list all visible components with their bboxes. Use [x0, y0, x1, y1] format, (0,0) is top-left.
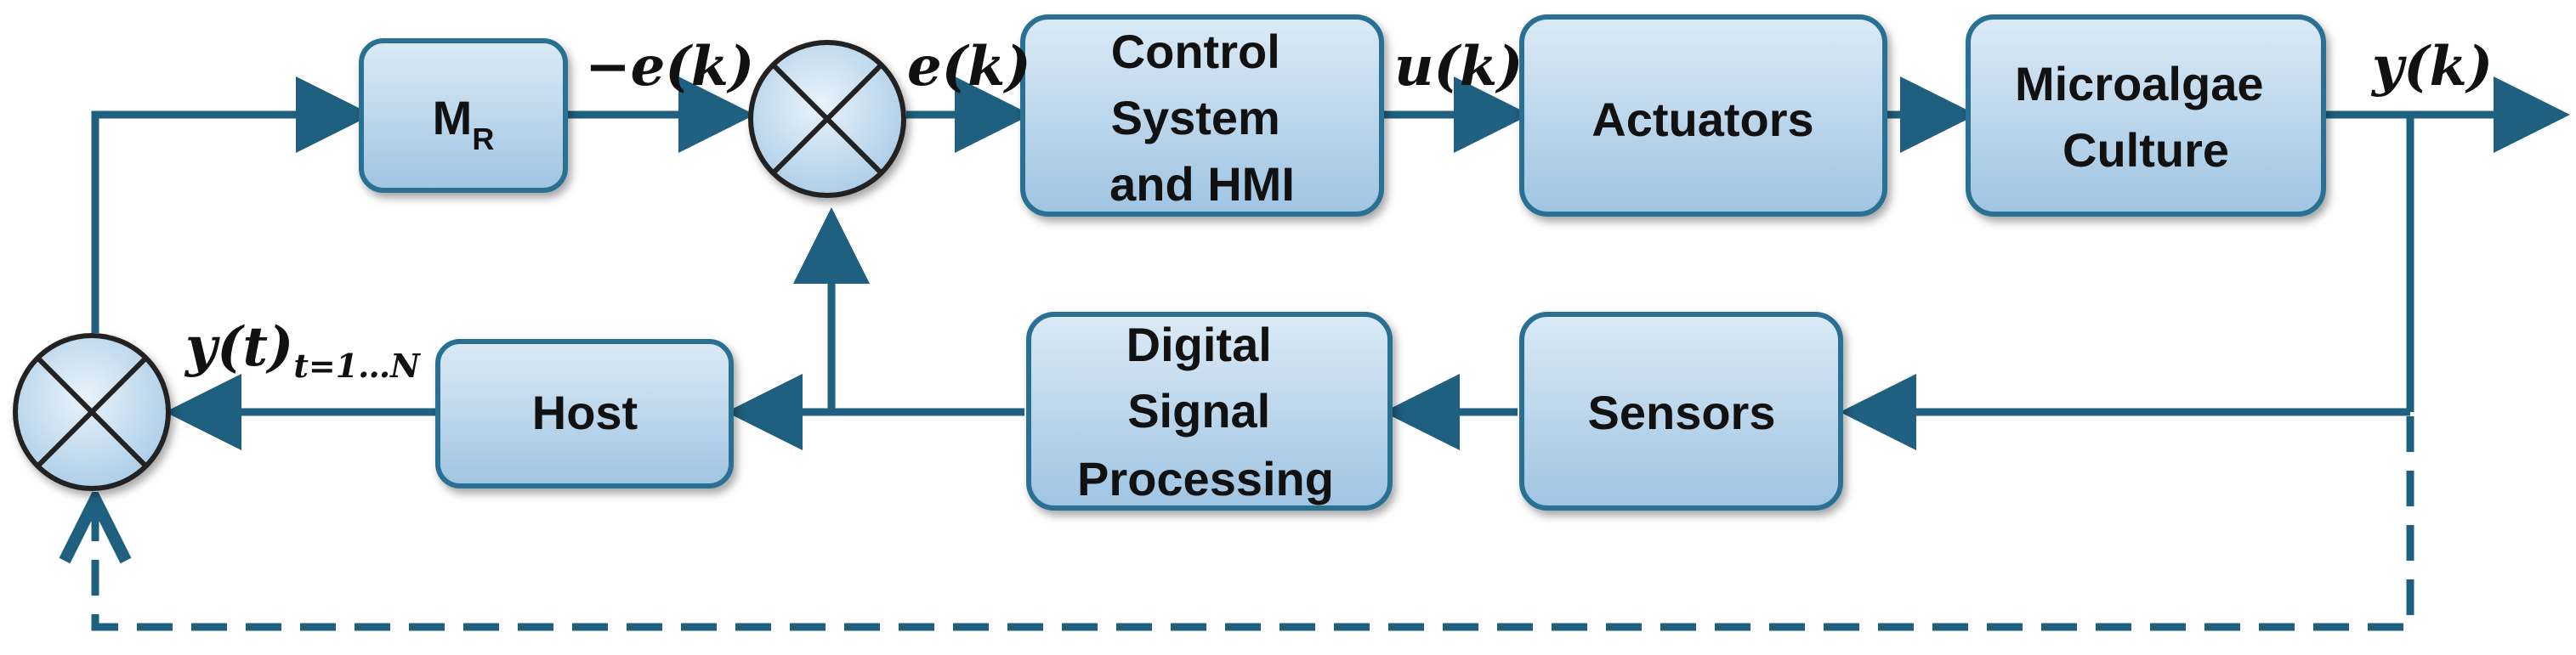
signal-neg-error: −𝒆(𝒌) — [585, 35, 754, 99]
block-host — [435, 339, 734, 488]
block-control-system — [1020, 14, 1384, 217]
signal-output-y: 𝒚(𝒌) — [2370, 35, 2493, 99]
block-sensors — [1519, 312, 1843, 511]
block-microalgae-culture — [1966, 14, 2326, 217]
block-sensors-label: Sensors — [1588, 386, 1776, 439]
summing-junction-left — [13, 333, 171, 491]
block-mr-label: MR — [433, 91, 495, 156]
block-control-system-label: Control System and HMI — [1109, 25, 1295, 211]
signal-host-y: 𝒚(𝒕)t=1…N — [184, 315, 421, 385]
block-microalgae-culture-label: Microalgae Culture — [2015, 57, 2277, 177]
line-dashed-feedback — [95, 416, 2414, 631]
signal-control-u: 𝒖(𝒌) — [1394, 35, 1523, 99]
block-host-label: Host — [532, 386, 638, 439]
block-actuators — [1519, 14, 1887, 217]
connections — [91, 76, 2570, 450]
line-sum-to-mr — [91, 76, 372, 333]
block-actuators-label: Actuators — [1592, 93, 1813, 146]
block-digital-signal-processing — [1026, 312, 1393, 511]
signal-error: 𝒆(𝒌) — [907, 35, 1031, 99]
block-digital-signal-processing-label: Digital Signal Processing — [1077, 318, 1334, 505]
block-mr — [359, 38, 568, 193]
summing-junction-top — [748, 40, 906, 198]
